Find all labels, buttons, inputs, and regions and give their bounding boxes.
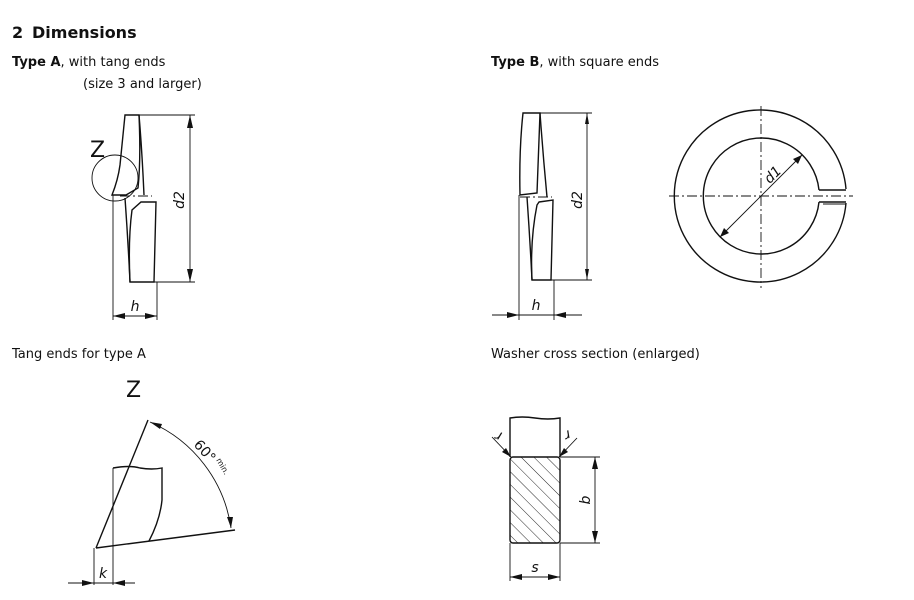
section-number: 2 — [12, 23, 23, 42]
cross-section-title: Washer cross section (enlarged) — [491, 347, 700, 362]
detail-z-circle — [91, 154, 139, 202]
cross-r-left-label: r — [492, 427, 504, 444]
type-b-desc: , with square ends — [539, 55, 659, 70]
type-b-d1-label: d1 — [761, 163, 785, 187]
tang-z-label: Z — [126, 378, 141, 403]
tang-ends-title: Tang ends for type A — [11, 347, 146, 362]
type-b-name: Type B — [491, 55, 539, 70]
type-a-side-view: Z d2 h — [90, 114, 195, 320]
type-a-h-label: h — [131, 299, 140, 315]
type-a-desc: , with tang ends — [61, 55, 166, 70]
type-a-caption: Type A, with tang ends — [12, 55, 166, 70]
type-a-name: Type A — [12, 55, 61, 70]
tang-end-detail: k 60° min. — [68, 419, 236, 586]
type-b-d2-label: d2 — [570, 191, 586, 209]
type-b-ring-view: d1 — [669, 106, 853, 288]
type-b-caption: Type B, with square ends — [491, 55, 659, 70]
cross-b-label: b — [578, 495, 594, 504]
type-a-d2-label: d2 — [172, 191, 188, 209]
type-b-h-label: h — [532, 298, 541, 314]
tang-angle-label: 60° — [190, 437, 219, 466]
section-title: Dimensions — [32, 23, 137, 42]
tang-k-label: k — [99, 566, 108, 582]
type-b-side-view: d2 h — [492, 112, 592, 320]
cross-s-label: s — [531, 560, 538, 576]
type-a-note: (size 3 and larger) — [83, 77, 202, 92]
detail-z-label: Z — [90, 138, 105, 163]
tang-angle-note: min. — [214, 457, 231, 477]
cross-r-right-label: r — [561, 426, 573, 443]
cross-section-detail: b s r r — [491, 416, 600, 581]
